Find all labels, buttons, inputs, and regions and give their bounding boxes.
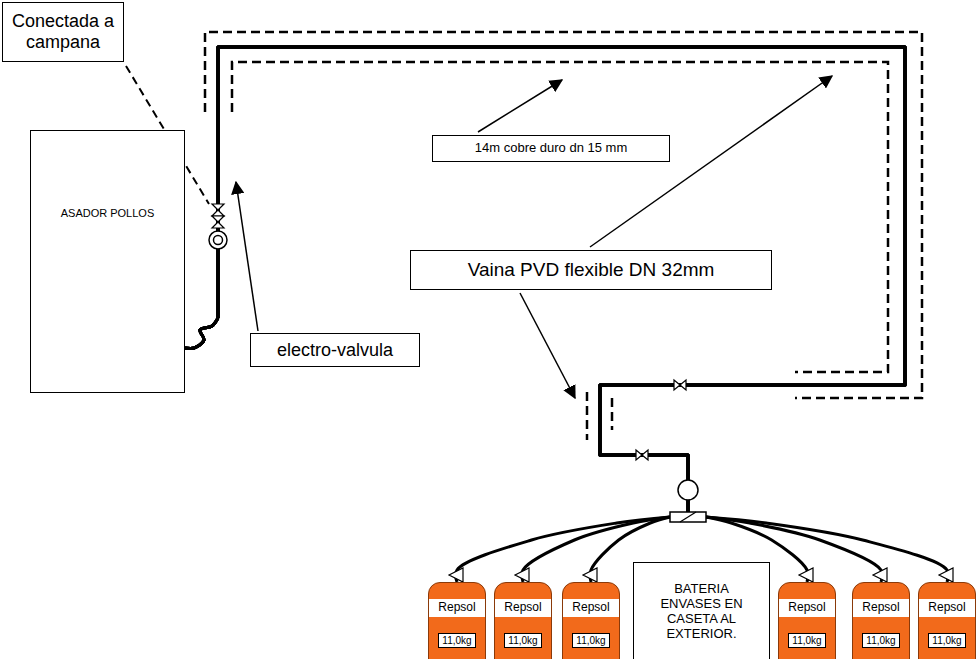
gas-pipe	[185, 47, 905, 582]
leader-line	[520, 293, 575, 398]
gas-pipe	[185, 47, 948, 582]
leader-line	[478, 80, 562, 132]
weight-label: 11,0kg	[572, 633, 609, 649]
brand-label: Repsol	[919, 599, 975, 617]
gas-pipe	[185, 47, 905, 582]
manifold	[680, 512, 696, 522]
leader-line	[236, 182, 258, 331]
weight-label: 11,0kg	[862, 633, 899, 649]
callout-box: electro-valvula	[250, 333, 420, 367]
battery-box: BATERIA ENVASES EN CASETA AL EXTERIOR.	[633, 562, 770, 659]
gas-pipe	[185, 47, 905, 582]
box-text: BATERIA ENVASES EN CASETA AL EXTERIOR.	[652, 582, 752, 642]
manifold	[670, 512, 706, 522]
brand-label: Repsol	[495, 599, 551, 617]
valve-symbol	[212, 216, 224, 228]
meter-symbol	[214, 236, 223, 245]
gas-cylinder: Repsol 11,0kg	[852, 582, 910, 659]
appliance-box: ASADOR POLLOS	[30, 130, 185, 393]
weight-label: 11,0kg	[504, 633, 541, 649]
valve-symbol	[636, 450, 648, 460]
regulator-symbol	[678, 480, 698, 500]
sheath-outer	[205, 32, 922, 398]
callout-box: 14m cobre duro dn 15 mm	[432, 135, 670, 162]
box-text: ASADOR POLLOS	[61, 207, 155, 220]
sheath-inner	[232, 62, 888, 372]
meter-symbol	[209, 231, 227, 249]
valve-symbol	[674, 380, 686, 390]
brand-label: Repsol	[563, 599, 619, 617]
gas-cylinder: Repsol 11,0kg	[428, 582, 486, 659]
callout-box: Conectada a campana	[2, 2, 124, 62]
gas-cylinder: Repsol 11,0kg	[778, 582, 836, 659]
brand-label: Repsol	[853, 599, 909, 617]
sheath-short	[587, 392, 612, 440]
weight-label: 11,0kg	[928, 633, 965, 649]
gas-cylinder: Repsol 11,0kg	[918, 582, 976, 659]
box-text: electro-valvula	[277, 340, 393, 361]
box-text: Conectada a campana	[8, 11, 118, 52]
weight-label: 11,0kg	[438, 633, 475, 649]
box-text: Vaina PVD flexible DN 32mm	[468, 259, 715, 281]
weight-label: 11,0kg	[788, 633, 825, 649]
callout-box: Vaina PVD flexible DN 32mm	[410, 250, 772, 290]
gas-cylinder: Repsol 11,0kg	[562, 582, 620, 659]
gas-cylinder: Repsol 11,0kg	[494, 582, 552, 659]
brand-label: Repsol	[779, 599, 835, 617]
gas-pipe	[185, 47, 905, 582]
gas-pipe	[185, 47, 905, 582]
brand-label: Repsol	[429, 599, 485, 617]
box-text: 14m cobre duro dn 15 mm	[475, 141, 627, 156]
valve-symbol	[212, 204, 224, 216]
